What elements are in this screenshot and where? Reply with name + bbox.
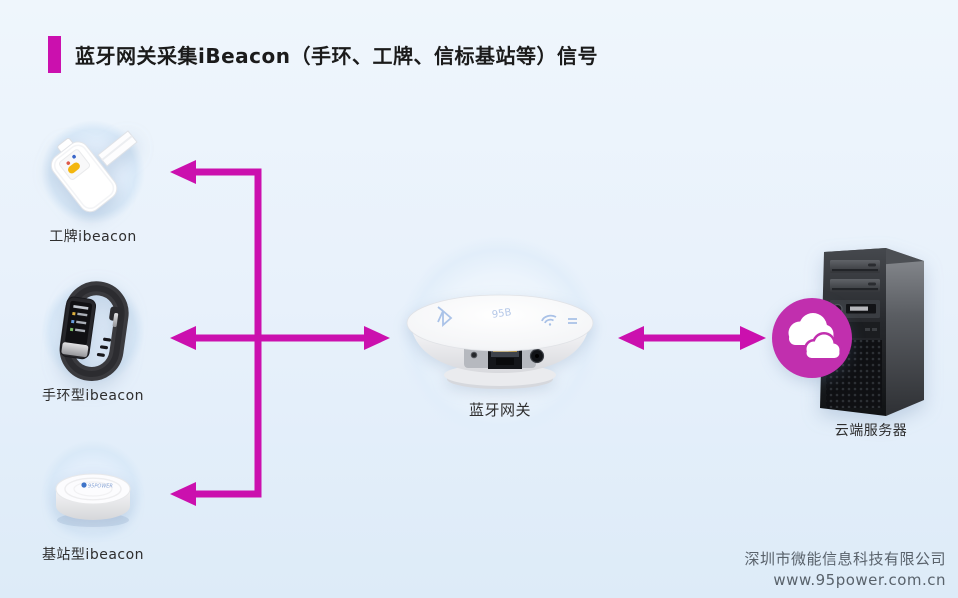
badge-ibeacon-icon bbox=[50, 130, 138, 213]
arrow-trunk bbox=[196, 168, 262, 498]
footer-company: 深圳市微能信息科技有限公司 bbox=[744, 550, 946, 568]
bluetooth-gateway-icon: 95B bbox=[406, 294, 594, 389]
footer: 深圳市微能信息科技有限公司 www.95power.com.cn bbox=[744, 549, 946, 591]
arrowhead-to-wristband bbox=[170, 326, 196, 350]
svg-text:95B: 95B bbox=[491, 307, 512, 321]
node-wristband-ibeacon bbox=[41, 280, 145, 384]
cloud-server-label: 云端服务器 bbox=[834, 423, 908, 439]
bluetooth-gateway-label: 蓝牙网关 bbox=[468, 401, 531, 419]
accent-bar bbox=[48, 36, 61, 73]
header: 蓝牙网关采集iBeacon（手环、工牌、信标基站等）信号 bbox=[48, 36, 598, 73]
arrowhead-to-gateway-left bbox=[364, 326, 390, 350]
arrowhead-to-gateway-right bbox=[618, 326, 644, 350]
station-ibeacon-label: 基站型ibeacon bbox=[41, 547, 145, 563]
badge-ibeacon-label: 工牌ibeacon bbox=[49, 229, 137, 245]
svg-text:95POWER: 95POWER bbox=[88, 483, 113, 489]
arrowhead-to-badge bbox=[170, 160, 196, 184]
page-title: 蓝牙网关采集iBeacon（手环、工牌、信标基站等）信号 bbox=[75, 44, 598, 68]
wristband-ibeacon-icon bbox=[59, 281, 129, 381]
wristband-ibeacon-label: 手环型ibeacon bbox=[41, 388, 145, 404]
cloud-icon bbox=[772, 298, 852, 378]
server-tower-icon bbox=[820, 248, 924, 416]
footer-website: www.95power.com.cn bbox=[773, 571, 946, 589]
arrowhead-to-server bbox=[740, 326, 766, 350]
station-ibeacon-icon: 95POWER bbox=[55, 473, 131, 527]
arrowhead-to-station bbox=[170, 482, 196, 506]
